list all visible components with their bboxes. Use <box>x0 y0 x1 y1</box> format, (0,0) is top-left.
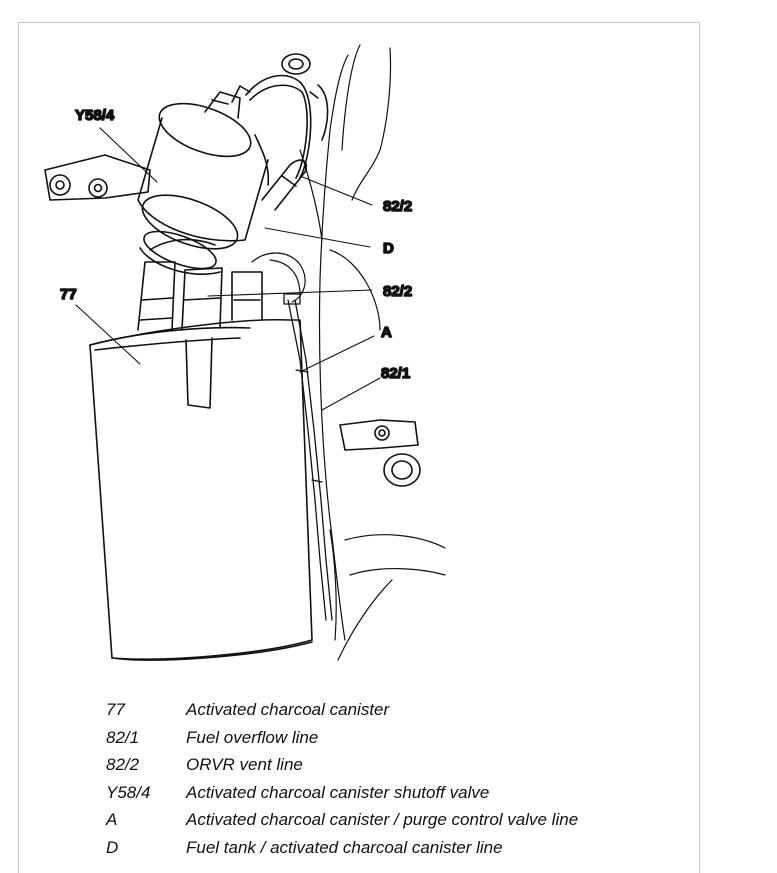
legend-code: 82/2 <box>106 755 140 774</box>
callout-77: 77 <box>60 286 77 303</box>
callout-82-2-mid: 82/2 <box>383 283 412 300</box>
legend-item: D Fuel tank / activated charcoal caniste… <box>106 838 578 866</box>
legend-desc: ORVR vent line <box>186 755 303 774</box>
shutoff-valve <box>137 85 270 276</box>
evap-system-drawing: Y58/4 82/2 D 82/2 77 A 82/1 <box>44 44 446 661</box>
mounting-bracket-right <box>339 419 421 487</box>
valve-wiring-harness <box>245 53 312 179</box>
legend-item: 82/2 ORVR vent line <box>106 755 578 783</box>
legend-code: A <box>106 810 118 829</box>
legend-item: 77 Activated charcoal canister <box>106 700 578 728</box>
orvr-vent-line-top <box>261 84 329 211</box>
callout-d: D <box>383 240 394 257</box>
fuel-overflow-line <box>283 293 333 621</box>
callout-82-2-top: 82/2 <box>383 198 412 215</box>
legend-item: A Activated charcoal canister / purge co… <box>106 810 578 838</box>
legend-desc: Fuel tank / activated charcoal canister … <box>186 837 503 857</box>
charcoal-canister <box>89 318 313 661</box>
legend-desc: Activated charcoal canister <box>186 700 390 719</box>
legend-code: 77 <box>106 700 125 719</box>
legend-code: D <box>106 837 119 857</box>
legend-desc: Fuel overflow line <box>186 727 319 747</box>
leader-lines <box>75 127 381 411</box>
body-panel-contours <box>251 44 446 661</box>
legend-item: 82/1 Fuel overflow line <box>106 728 578 756</box>
callout-82-1: 82/1 <box>381 365 410 382</box>
legend-desc: Activated charcoal canister / purge cont… <box>186 810 579 829</box>
mounting-bracket-left <box>44 154 151 201</box>
legend-desc: Activated charcoal canister shutoff valv… <box>186 782 490 802</box>
callout-y58-4: Y58/4 <box>75 107 115 124</box>
callout-a: A <box>381 324 392 341</box>
legend-item: Y58/4 Activated charcoal canister shutof… <box>106 783 578 811</box>
legend: 77 Activated charcoal canister 82/1 Fuel… <box>106 700 578 865</box>
legend-code: 82/1 <box>106 727 140 747</box>
legend-code: Y58/4 <box>106 782 151 802</box>
